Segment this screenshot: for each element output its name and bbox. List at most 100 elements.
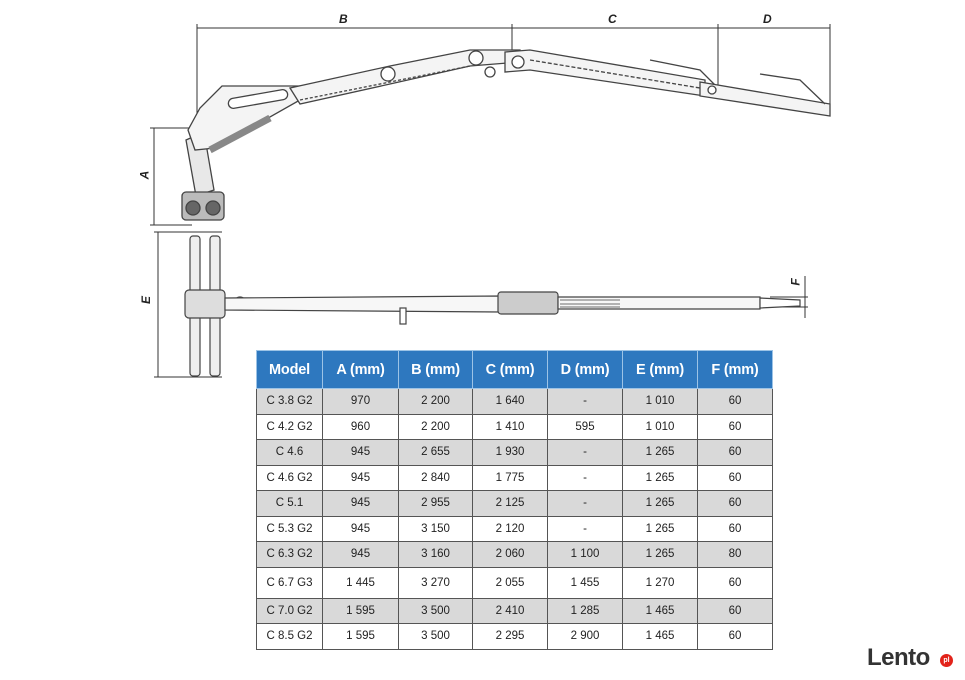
table-row: C 7.0 G2 1 595 3 500 2 410 1 285 1 465 6…: [256, 597, 773, 624]
cell-model: C 5.3 G2: [256, 515, 323, 542]
cell-c: 1 410: [472, 413, 548, 440]
cell-f: 60: [697, 490, 773, 517]
cell-e: 1 265: [622, 439, 698, 466]
dimension-label-a: A: [137, 170, 152, 180]
cell-d: -: [547, 464, 623, 491]
cell-d: 2 900: [547, 623, 623, 650]
cell-model: C 3.8 G2: [256, 388, 323, 415]
cell-a: 945: [322, 541, 399, 568]
cell-a: 970: [322, 388, 399, 415]
cell-b: 3 150: [398, 515, 473, 542]
dimension-label-e: E: [139, 295, 154, 305]
cell-b: 3 160: [398, 541, 473, 568]
cell-model: C 7.0 G2: [256, 597, 323, 624]
cell-d: -: [547, 515, 623, 542]
cell-c: 2 120: [472, 515, 548, 542]
cell-model: C 6.7 G3: [256, 566, 323, 599]
cell-d: -: [547, 490, 623, 517]
cell-e: 1 465: [622, 623, 698, 650]
cell-f: 60: [697, 597, 773, 624]
cell-f: 60: [697, 623, 773, 650]
cell-c: 1 930: [472, 439, 548, 466]
cell-f: 60: [697, 388, 773, 415]
cell-b: 2 200: [398, 413, 473, 440]
cell-f: 60: [697, 464, 773, 491]
cell-a: 1 595: [322, 623, 399, 650]
cell-d: -: [547, 388, 623, 415]
cell-model: C 4.6: [256, 439, 323, 466]
crane-side-view: [181, 49, 831, 221]
cell-d: 1 455: [547, 566, 623, 599]
crane-top-view: [184, 235, 801, 377]
cell-e: 1 265: [622, 464, 698, 491]
cell-c: 2 295: [472, 623, 548, 650]
cell-a: 960: [322, 413, 399, 440]
table-row: C 4.6 945 2 655 1 930 - 1 265 60: [256, 439, 773, 466]
table-row: C 4.2 G2 960 2 200 1 410 595 1 010 60: [256, 413, 773, 440]
cell-c: 1 640: [472, 388, 548, 415]
cell-b: 2 840: [398, 464, 473, 491]
cell-e: 1 265: [622, 515, 698, 542]
cell-c: 1 775: [472, 464, 548, 491]
cell-f: 60: [697, 515, 773, 542]
cell-b: 2 200: [398, 388, 473, 415]
cell-model: C 4.2 G2: [256, 413, 323, 440]
cell-f: 60: [697, 439, 773, 466]
header-e: E (mm): [622, 350, 698, 389]
cell-c: 2 060: [472, 541, 548, 568]
cell-e: 1 465: [622, 597, 698, 624]
cell-a: 945: [322, 515, 399, 542]
cell-f: 80: [697, 541, 773, 568]
header-b: B (mm): [398, 350, 473, 389]
cell-model: C 5.1: [256, 490, 323, 517]
cell-d: 1 100: [547, 541, 623, 568]
header-model: Model: [256, 350, 323, 389]
cell-d: 1 285: [547, 597, 623, 624]
table-row: C 4.6 G2 945 2 840 1 775 - 1 265 60: [256, 464, 773, 491]
cell-e: 1 010: [622, 388, 698, 415]
cell-b: 2 655: [398, 439, 473, 466]
cell-model: C 6.3 G2: [256, 541, 323, 568]
cell-f: 60: [697, 566, 773, 599]
cell-e: 1 010: [622, 413, 698, 440]
specification-table: Model A (mm) B (mm) C (mm) D (mm) E (mm)…: [256, 350, 773, 650]
table-row: C 5.1 945 2 955 2 125 - 1 265 60: [256, 490, 773, 517]
cell-e: 1 265: [622, 541, 698, 568]
cell-a: 1 595: [322, 597, 399, 624]
cell-a: 945: [322, 464, 399, 491]
cell-model: C 8.5 G2: [256, 623, 323, 650]
header-a: A (mm): [322, 350, 399, 389]
cell-model: C 4.6 G2: [256, 464, 323, 491]
cell-d: -: [547, 439, 623, 466]
dimension-label-f: F: [788, 278, 803, 286]
cell-c: 2 125: [472, 490, 548, 517]
header-f: F (mm): [697, 350, 773, 389]
table-header-row: Model A (mm) B (mm) C (mm) D (mm) E (mm)…: [256, 350, 773, 389]
cell-b: 2 955: [398, 490, 473, 517]
cell-a: 945: [322, 439, 399, 466]
cell-d: 595: [547, 413, 623, 440]
table-row: C 6.7 G3 1 445 3 270 2 055 1 455 1 270 6…: [256, 566, 773, 599]
header-c: C (mm): [472, 350, 548, 389]
cell-b: 3 500: [398, 623, 473, 650]
cell-c: 2 055: [472, 566, 548, 599]
cell-b: 3 500: [398, 597, 473, 624]
cell-c: 2 410: [472, 597, 548, 624]
table-row: C 8.5 G2 1 595 3 500 2 295 2 900 1 465 6…: [256, 623, 773, 650]
watermark-badge: pl: [940, 654, 953, 667]
header-d: D (mm): [547, 350, 623, 389]
dimension-label-d: D: [763, 12, 772, 26]
watermark-logo: Lento: [867, 644, 930, 671]
cell-e: 1 270: [622, 566, 698, 599]
table-row: C 6.3 G2 945 3 160 2 060 1 100 1 265 80: [256, 541, 773, 568]
cell-f: 60: [697, 413, 773, 440]
cell-b: 3 270: [398, 566, 473, 599]
dimension-label-c: C: [608, 12, 617, 26]
cell-a: 945: [322, 490, 399, 517]
cell-a: 1 445: [322, 566, 399, 599]
table-row: C 3.8 G2 970 2 200 1 640 - 1 010 60: [256, 388, 773, 415]
table-row: C 5.3 G2 945 3 150 2 120 - 1 265 60: [256, 515, 773, 542]
cell-e: 1 265: [622, 490, 698, 517]
dimension-label-b: B: [339, 12, 348, 26]
